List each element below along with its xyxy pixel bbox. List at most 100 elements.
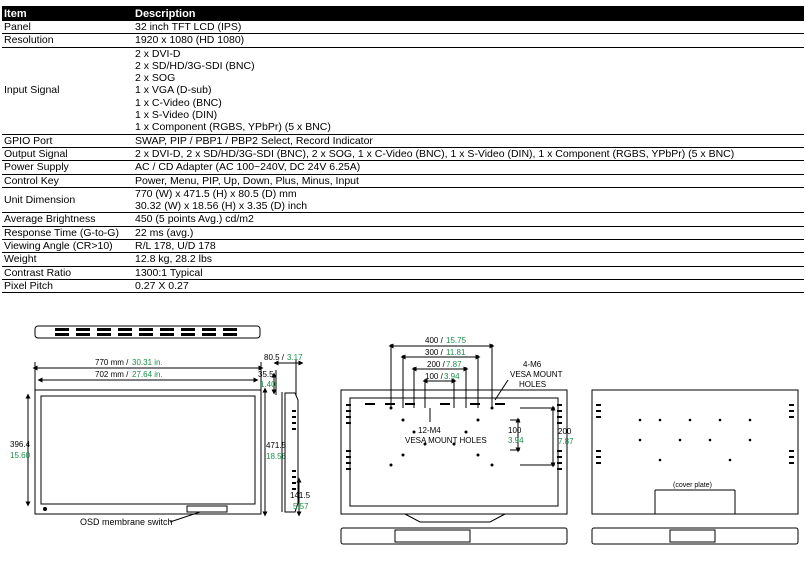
spec-description-line: 2 x SD/HD/3G-SDI (BNC): [135, 59, 255, 72]
spec-description: 450 (5 points Avg.) cd/m2: [133, 212, 804, 227]
spec-description: 22 ms (avg.): [133, 226, 804, 241]
front-inner-in: 27.64 in.: [132, 370, 163, 379]
back-d400-in: 15.75: [446, 336, 467, 345]
spec-item: GPIO Port: [2, 134, 133, 148]
spec-item: Power Supply: [2, 160, 133, 175]
spec-item: Control Key: [2, 174, 133, 188]
front-view: [25, 325, 268, 523]
spec-description-line: 1300:1 Typical: [135, 266, 203, 279]
spec-description-line: AC / CD Adapter (AC 100~240V, DC 24V 6.2…: [135, 161, 361, 174]
spec-description-line: 1 x S-Video (DIN): [135, 109, 218, 122]
spec-description-line: 770 (W) x 471.5 (H) x 80.5 (D) mm: [135, 187, 297, 200]
screen-area: [40, 395, 256, 505]
spec-item: Pixel Pitch: [2, 279, 133, 294]
back-v100-in: 3.94: [508, 436, 524, 445]
spec-description-line: 0.27 X 0.27: [135, 279, 189, 292]
back-d300-mm: 300 /: [425, 348, 444, 357]
back-d400-mm: 400 /: [425, 336, 444, 345]
spec-description-line: 30.32 (W) x 18.56 (H) x 3.35 (D) inch: [135, 200, 308, 213]
side-labels: 80.5 / 3.17 35.5 1.40 141.5 5.57: [258, 353, 311, 511]
spec-item: Average Brightness: [2, 212, 133, 227]
spec-item: Unit Dimension: [2, 187, 133, 214]
spec-description: 1920 x 1080 (HD 1080): [133, 33, 804, 48]
back-d100-mm: 100 /: [425, 372, 444, 381]
spec-description-line: 450 (5 points Avg.) cd/m2: [135, 213, 254, 226]
spec-description-line: Power, Menu, PIP, Up, Down, Plus, Minus,…: [135, 174, 359, 187]
back2-outline: [591, 389, 799, 515]
back-v100-mm: 100: [508, 426, 522, 435]
back-m4-line1: 12-M4: [418, 426, 441, 435]
back2-bottom-view: [591, 527, 799, 545]
front-left-in: 15.60: [10, 451, 31, 460]
spec-description-line: 22 ms (avg.): [135, 226, 194, 239]
spec-item: Output Signal: [2, 147, 133, 162]
side-view: [271, 360, 304, 517]
spec-item: Weight: [2, 252, 133, 267]
back-m6-line1: 4-M6: [523, 360, 542, 369]
back-v200-mm: 200: [558, 427, 572, 436]
cover-plate-label: (cover plate): [673, 482, 712, 489]
spec-description-line: 1920 x 1080 (HD 1080): [135, 34, 245, 47]
spec-description: Power, Menu, PIP, Up, Down, Plus, Minus,…: [133, 174, 804, 188]
spec-description: 0.27 X 0.27: [133, 279, 804, 294]
side-depth-in: 3.17: [287, 353, 303, 362]
back-m4-line2: VESA MOUNT HOLES: [405, 436, 487, 445]
front-right-in: 18.56: [266, 452, 287, 461]
spec-description-line: 12.8 kg, 28.2 lbs: [135, 253, 213, 266]
back-outline: [340, 389, 568, 515]
spec-description: 2 x DVI-D, 2 x SD/HD/3G-SDI (BNC), 2 x S…: [133, 147, 804, 162]
front-labels: 770 mm / 30.31 in. 702 mm / 27.64 in. 39…: [10, 358, 287, 527]
spec-description: 32 inch TFT LCD (IPS): [133, 21, 804, 35]
spec-description: R/L 178, U/D 178: [133, 239, 804, 254]
side-bottom-in: 5.57: [293, 502, 309, 511]
header-item: Item: [2, 6, 133, 21]
spec-description-line: 1 x VGA (D-sub): [135, 84, 212, 97]
back-labels: 400 / 15.75 300 / 11.81 200 / 7.87 100 /…: [405, 336, 574, 446]
spec-item: Panel: [2, 21, 133, 35]
spec-description-line: SWAP, PIP / PBP1 / PBP2 Select, Record I…: [135, 134, 373, 147]
back-d200-mm: 200 /: [427, 360, 446, 369]
front-width-mm: 770 mm /: [95, 358, 129, 367]
side-bottom-mm: 141.5: [290, 491, 311, 500]
header-description: Description: [133, 6, 804, 21]
side-top-mm: 35.5: [258, 370, 274, 379]
front-outline: [34, 389, 262, 515]
back-m6-line3: HOLES: [519, 380, 546, 389]
back-d200-in: 7.87: [446, 360, 462, 369]
spec-description-line: 2 x SOG: [135, 72, 176, 85]
front-left-mm: 396.4: [10, 440, 31, 449]
table-header-row: Item Description: [2, 6, 804, 21]
side-depth-mm: 80.5 /: [264, 353, 285, 362]
table-row: Response Time (G-to-G)22 ms (avg.): [2, 226, 804, 241]
back-cover-view: [591, 389, 799, 545]
osd-membrane-switch: [186, 505, 228, 513]
spec-description: 1300:1 Typical: [133, 266, 804, 280]
spec-description-line: 1 x C-Video (BNC): [135, 96, 222, 109]
spec-item: Viewing Angle (CR>10): [2, 239, 133, 254]
side-top-in: 1.40: [260, 380, 276, 389]
back-v200-in: 7.87: [558, 437, 574, 446]
front-inner-mm: 702 mm /: [95, 370, 129, 379]
back-ports-view: [340, 527, 568, 545]
front-right-mm: 471.5: [266, 441, 287, 450]
spec-item: Input Signal: [2, 47, 133, 135]
spec-description-line: R/L 178, U/D 178: [135, 240, 216, 253]
spec-description: AC / CD Adapter (AC 100~240V, DC 24V 6.2…: [133, 160, 804, 175]
back-view: [340, 343, 568, 545]
spec-description: SWAP, PIP / PBP1 / PBP2 Select, Record I…: [133, 134, 804, 148]
